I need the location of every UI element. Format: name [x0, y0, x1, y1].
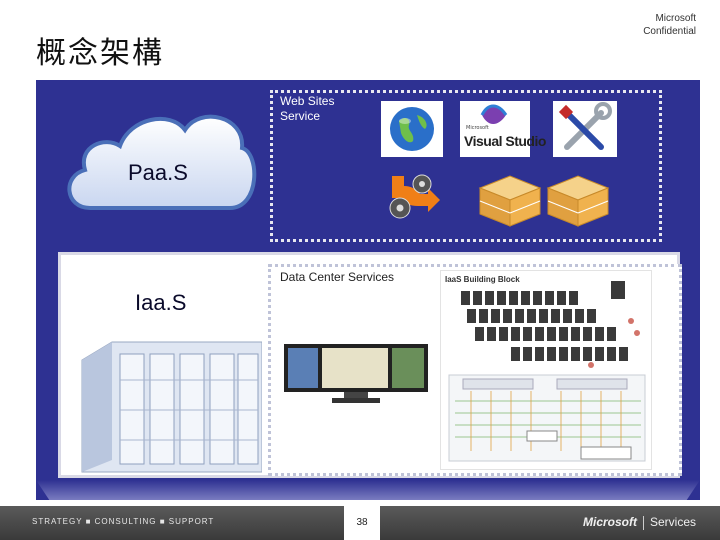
visual-studio-icon — [480, 104, 508, 124]
visual-studio-tile: Microsoft Visual Studio — [460, 101, 546, 157]
vs-text: Visual Studio — [464, 133, 546, 149]
globe-tile — [381, 101, 443, 157]
gears-icon — [389, 174, 440, 219]
globe-icon — [390, 107, 434, 151]
logo-separator — [642, 515, 644, 530]
microsoft-wordmark: Microsoft — [582, 515, 637, 529]
slide-title: 概念架構 — [36, 36, 164, 71]
server-rack-grid — [448, 281, 646, 462]
server-box-icon — [478, 175, 610, 227]
cloud-icon — [67, 114, 257, 210]
confidential-note: Microsoft Confidential — [643, 12, 696, 38]
web-sites-line2: Service — [280, 109, 321, 123]
microsoft-services-logo: Microsoft Services — [583, 515, 696, 530]
panel-base — [36, 480, 700, 500]
footer-bar: STRATEGY ■ CONSULTING ■ SUPPORT 38 Micro… — [0, 506, 720, 540]
page-number: 38 — [344, 506, 380, 540]
confidential-line2: Confidential — [643, 26, 696, 37]
web-sites-label: Web Sites Service — [280, 94, 334, 124]
data-center-label: Data Center Services — [280, 270, 395, 284]
services-wordmark: Services — [649, 515, 696, 529]
paas-label: Paa.S — [128, 160, 188, 185]
server-rack-icon — [81, 341, 262, 473]
tools-tile — [553, 101, 617, 157]
iaas-label: Iaa.S — [135, 290, 187, 315]
web-sites-line1: Web Sites — [280, 94, 335, 108]
building-block-diagram: IaaS Building Block — [440, 270, 652, 470]
confidential-line1: Microsoft — [655, 13, 696, 24]
monitor-icon — [284, 344, 428, 403]
tools-icon — [558, 102, 612, 150]
block-title: IaaS Building Block — [445, 275, 520, 284]
footer-tagline: STRATEGY ■ CONSULTING ■ SUPPORT — [32, 517, 215, 526]
vs-small-label: Microsoft — [466, 125, 489, 131]
